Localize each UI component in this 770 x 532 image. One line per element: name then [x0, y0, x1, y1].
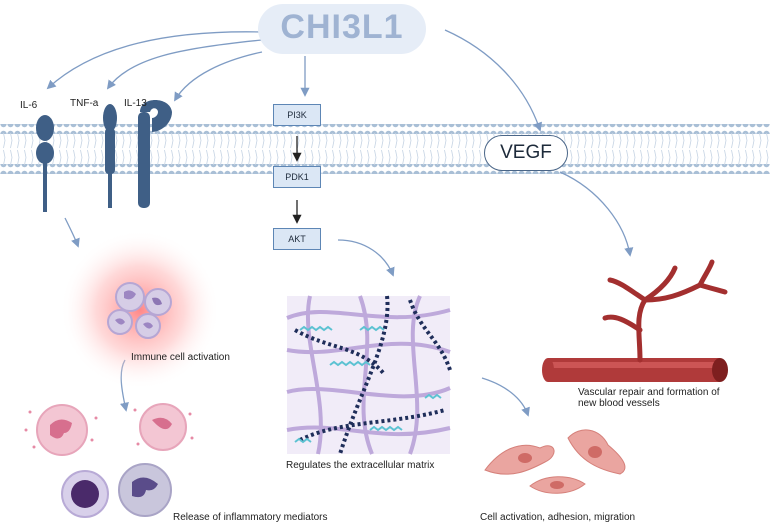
inflammatory-mediators-label: Release of inflammatory mediators [173, 512, 328, 523]
pdk1-box: PDK1 [273, 166, 321, 188]
tnfa-label: TNF-a [70, 98, 99, 109]
ecm-label: Regulates the extracellular matrix [286, 460, 435, 471]
ecm-illustration [286, 295, 452, 455]
cell-activation-label: Cell activation, adhesion, migration [480, 512, 636, 523]
vascular-label-line2: new blood vessels [578, 398, 660, 409]
il6-receptor [36, 115, 54, 212]
pi3k-box: PI3K [273, 104, 321, 126]
migrating-cells-illustration [484, 429, 626, 494]
chi3l1-title: CHI3L1 [280, 8, 404, 46]
chi3l1-pill [258, 4, 426, 54]
il13-receptor [138, 100, 172, 208]
cell-membrane [0, 124, 770, 174]
il13-label: IL-13 [124, 98, 147, 109]
immune-cells-illustration [60, 230, 220, 390]
il6-label: IL-6 [20, 100, 38, 111]
inflammatory-cells-illustration [24, 403, 194, 518]
akt-box: AKT [273, 228, 321, 250]
chi3l1-arrows [46, 29, 634, 417]
blood-vessel-illustration [542, 259, 728, 382]
vascular-label-line1: Vascular repair and formation of [578, 387, 720, 398]
vegf-badge: VEGF [484, 135, 568, 171]
tnfa-receptor [103, 104, 117, 208]
immune-activation-label: Immune cell activation [131, 352, 230, 363]
